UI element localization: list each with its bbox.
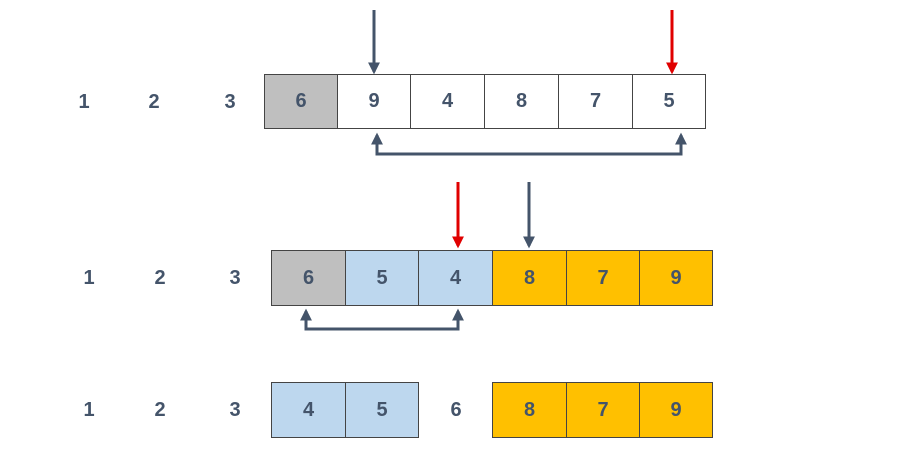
array-cell: 9 — [337, 74, 411, 129]
array-cell: 5 — [345, 382, 419, 438]
array-cell: 4 — [418, 250, 493, 306]
swap-bracket — [371, 132, 687, 156]
array-cell: 4 — [271, 382, 346, 438]
index-number: 2 — [154, 399, 166, 421]
array-cell: 8 — [484, 74, 559, 129]
pivot-cell: 6 — [264, 74, 338, 129]
index-number: 1 — [83, 399, 95, 421]
swap-bracket — [300, 308, 464, 331]
index-number: 3 — [224, 91, 236, 113]
array-cell: 9 — [639, 382, 713, 438]
array-cell: 8 — [492, 382, 567, 438]
index-number: 1 — [78, 91, 90, 113]
array-cell: 5 — [632, 74, 706, 129]
pivot-value: 6 — [450, 399, 462, 421]
index-number: 3 — [229, 399, 241, 421]
index-number: 1 — [83, 267, 95, 289]
index-number: 2 — [154, 267, 166, 289]
index-number: 2 — [148, 91, 160, 113]
array-cell: 5 — [345, 250, 419, 306]
index-number: 3 — [229, 267, 241, 289]
array-cell: 9 — [639, 250, 713, 306]
